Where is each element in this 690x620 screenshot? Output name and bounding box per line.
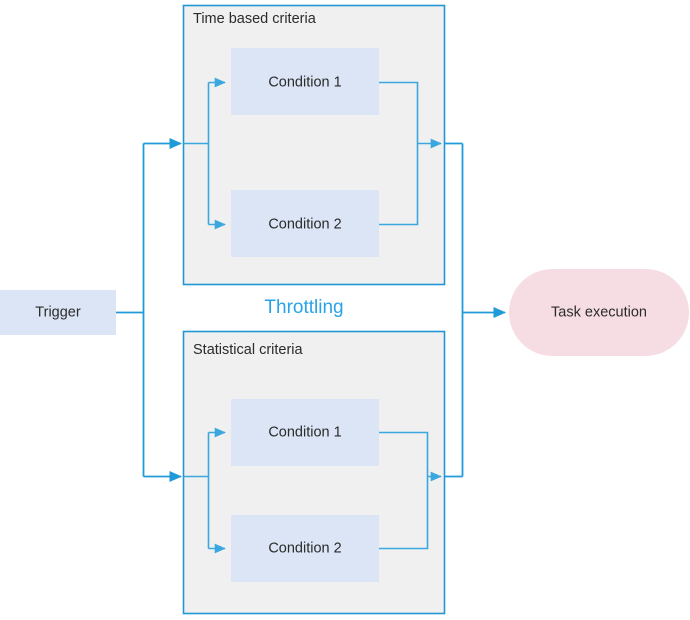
time-condition-2-box <box>231 190 379 257</box>
throttling-label: Throttling <box>264 297 343 318</box>
task-execution-box <box>509 269 689 356</box>
stat-condition-2[interactable]: Condition 2 <box>231 515 379 582</box>
group-time-based-criteria-label: Time based criteria <box>193 11 317 27</box>
trigger-fanout-connectors <box>116 137 183 483</box>
stat-condition-2-box <box>231 515 379 582</box>
time-condition-2[interactable]: Condition 2 <box>231 190 379 257</box>
group-2-connectors <box>184 427 442 554</box>
trigger-node[interactable]: Trigger <box>0 290 116 335</box>
stat-condition-2-label: Condition 2 <box>268 540 341 556</box>
time-condition-1-box <box>231 48 379 115</box>
task-execution-node[interactable]: Task execution <box>509 269 689 356</box>
stat-condition-1-box <box>231 399 379 466</box>
task-collector-connectors <box>444 142 507 478</box>
time-condition-1[interactable]: Condition 1 <box>231 48 379 115</box>
trigger-box <box>0 290 116 335</box>
stat-condition-1[interactable]: Condition 1 <box>231 399 379 466</box>
task-execution-label: Task execution <box>551 304 647 320</box>
trigger-label: Trigger <box>35 304 81 320</box>
group-statistical-criteria-label: Statistical criteria <box>193 342 304 358</box>
stat-condition-1-label: Condition 1 <box>268 424 341 440</box>
time-condition-2-label: Condition 2 <box>268 216 341 232</box>
group-1-connectors <box>184 77 442 230</box>
time-condition-1-label: Condition 1 <box>268 74 341 90</box>
